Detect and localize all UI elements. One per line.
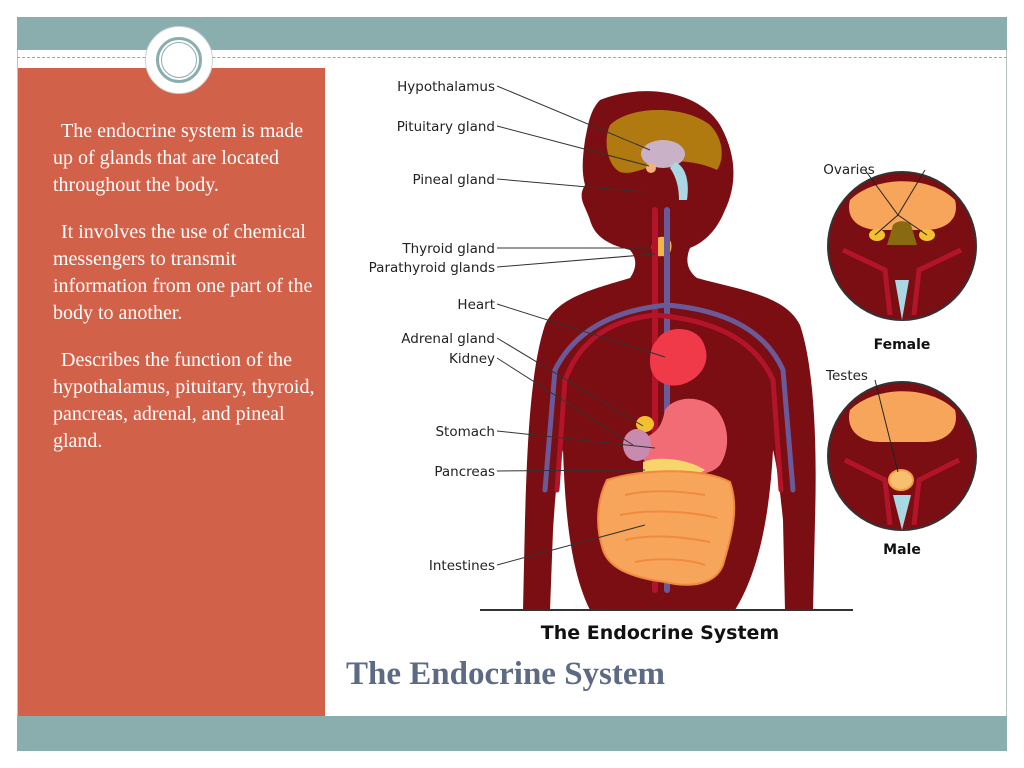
endocrine-diagram: Hypothalamus Pituitary gland Pineal glan… [345, 70, 995, 650]
intestines-detail [619, 490, 718, 566]
text-panel: The endocrine system is made up of gland… [18, 68, 325, 716]
label-intestines: Intestines [429, 558, 495, 574]
brainstem-shape [670, 162, 688, 200]
label-testes: Testes [825, 368, 868, 384]
circle-logo-inner-ring [161, 42, 197, 78]
label-parathyroid: Parathyroid glands [369, 260, 495, 276]
label-kidney: Kidney [449, 351, 495, 367]
label-stomach: Stomach [435, 424, 495, 440]
dashed-divider [17, 57, 1007, 58]
circle-logo-ring [156, 37, 202, 83]
bullet-list: The endocrine system is made up of gland… [53, 118, 315, 475]
label-female: Female [874, 337, 931, 353]
heart-shape [650, 328, 707, 386]
slide-title: The Endocrine System [346, 656, 666, 692]
adrenal-shape [636, 416, 654, 432]
label-ovaries: Ovaries [823, 162, 875, 178]
kidney-shape [623, 429, 651, 461]
bullet-item-2: It involves the use of chemical messenge… [53, 221, 313, 324]
hypothalamus-shape [641, 140, 685, 168]
label-heart: Heart [457, 297, 495, 313]
label-thyroid: Thyroid gland [401, 241, 495, 257]
label-male: Male [883, 542, 921, 558]
endocrine-diagram-svg: Hypothalamus Pituitary gland Pineal glan… [369, 79, 977, 644]
female-inset [827, 169, 977, 321]
stomach-shape [640, 398, 728, 475]
bottom-band [17, 716, 1007, 751]
bullet-item-3: Describes the function of the hypothalam… [53, 349, 315, 452]
label-pancreas: Pancreas [434, 464, 495, 480]
intestines-shape [597, 470, 736, 586]
label-pituitary: Pituitary gland [397, 119, 495, 135]
label-hypothalamus: Hypothalamus [397, 79, 495, 95]
circle-logo-icon [145, 26, 213, 94]
pituitary-shape [646, 163, 656, 173]
diagram-title: The Endocrine System [541, 622, 779, 644]
male-inset [827, 379, 977, 531]
label-pineal: Pineal gland [413, 172, 496, 188]
label-adrenal: Adrenal gland [401, 331, 495, 347]
bullet-item-1: The endocrine system is made up of gland… [53, 120, 304, 196]
leader-lines [496, 85, 666, 566]
